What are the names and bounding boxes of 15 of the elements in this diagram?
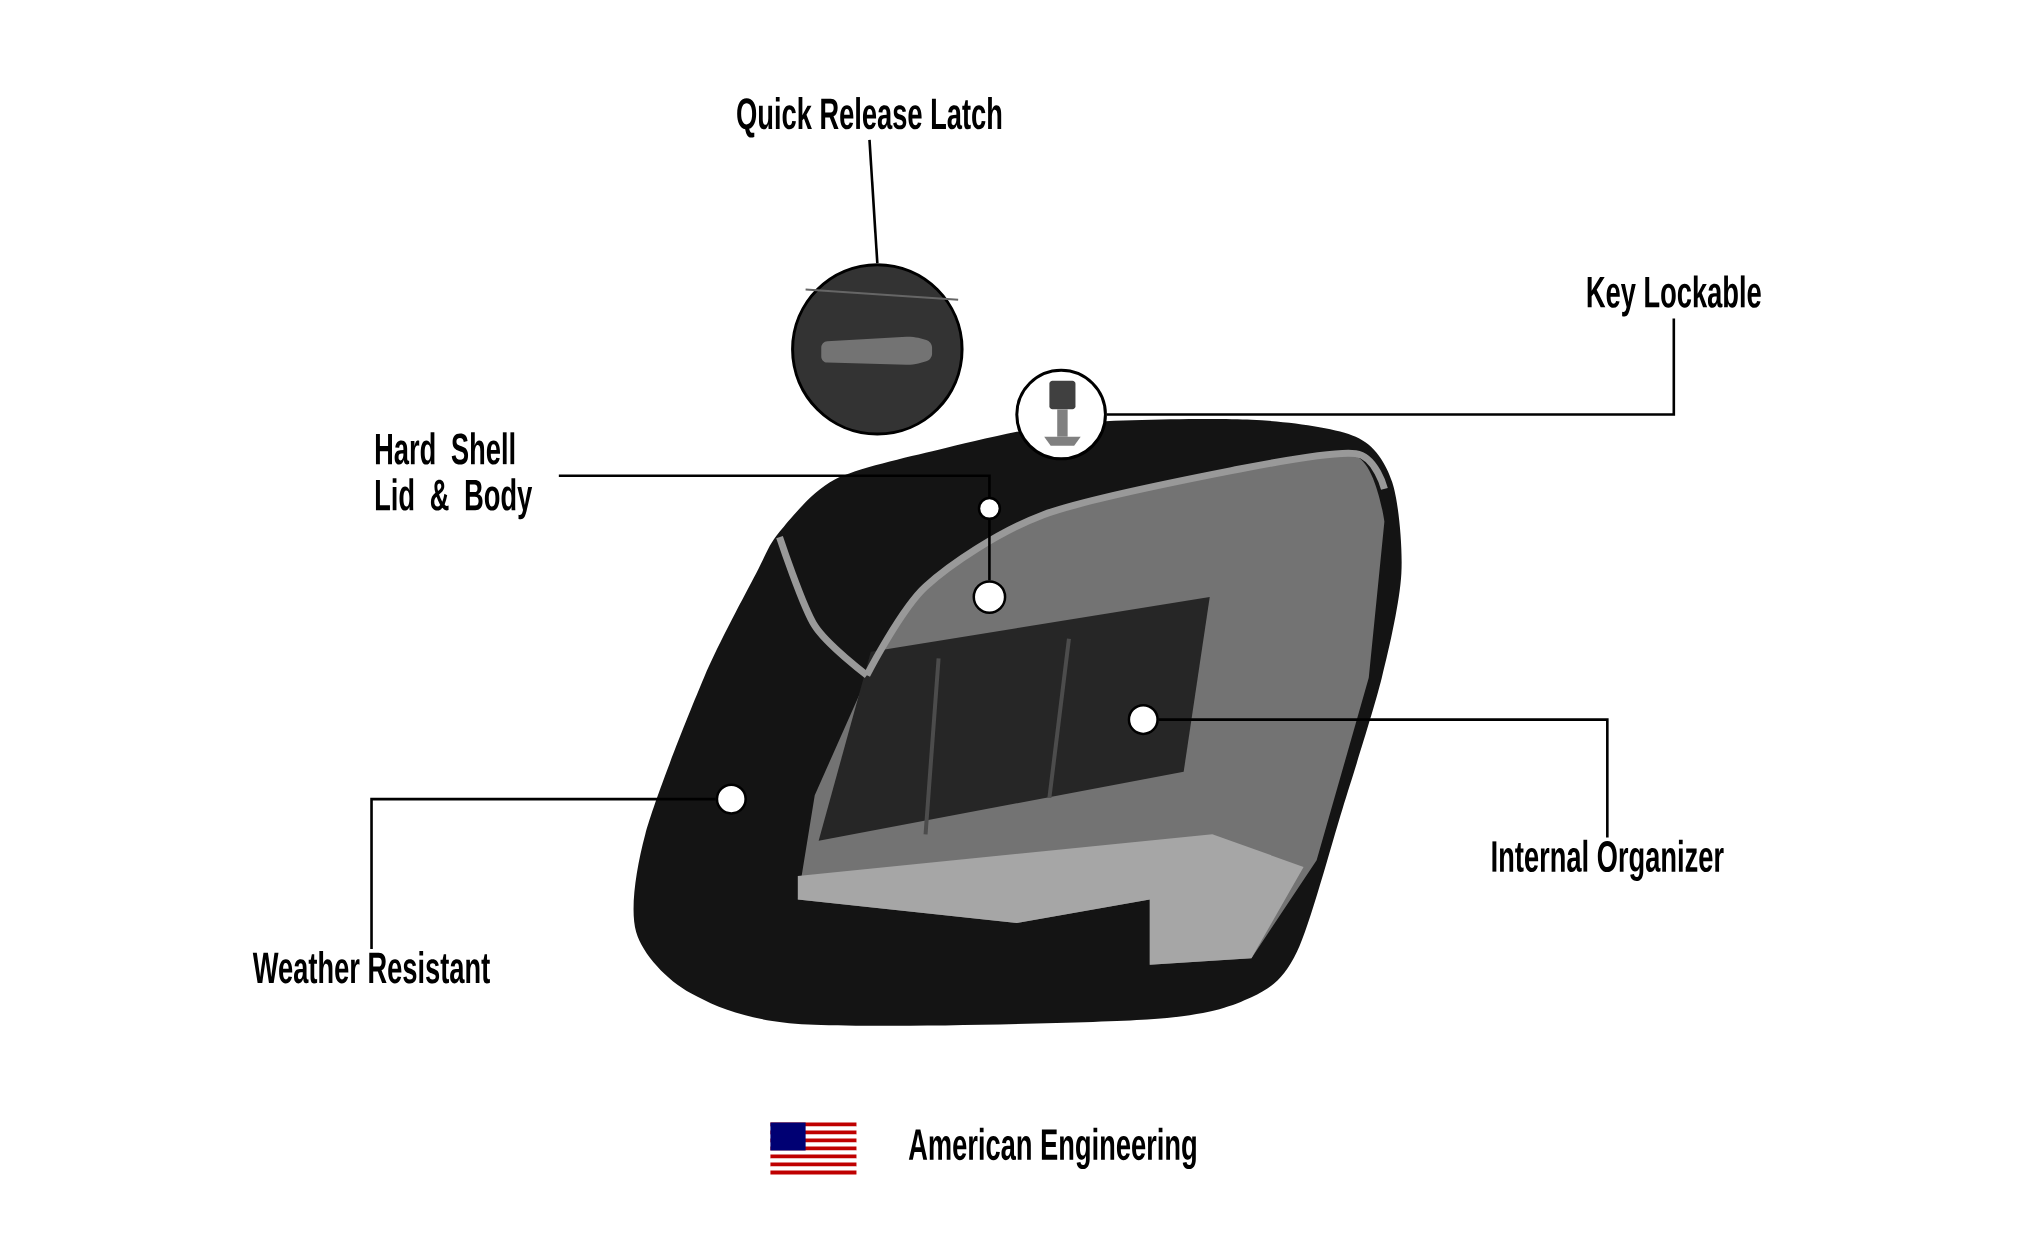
key-picture bbox=[1015, 368, 1107, 461]
leader-line bbox=[370, 798, 716, 950]
leader-line bbox=[1106, 318, 1676, 417]
callout-label: Weather Resistant bbox=[252, 951, 490, 984]
callout-label: Internal Organizer bbox=[1492, 840, 1724, 882]
leader-line bbox=[1158, 718, 1609, 838]
callout-label: Key Lockable bbox=[1587, 275, 1761, 317]
leader-line bbox=[868, 139, 879, 264]
footer-label: American Engineering bbox=[908, 1128, 1196, 1170]
latch-picture bbox=[791, 263, 964, 436]
callout-label: Hard Shell Lid & Body bbox=[375, 432, 533, 520]
marker-circle bbox=[1127, 704, 1159, 736]
leader-line bbox=[558, 474, 991, 581]
callout-label: Quick Release Latch bbox=[737, 97, 1002, 138]
marker-circle bbox=[972, 580, 1007, 615]
